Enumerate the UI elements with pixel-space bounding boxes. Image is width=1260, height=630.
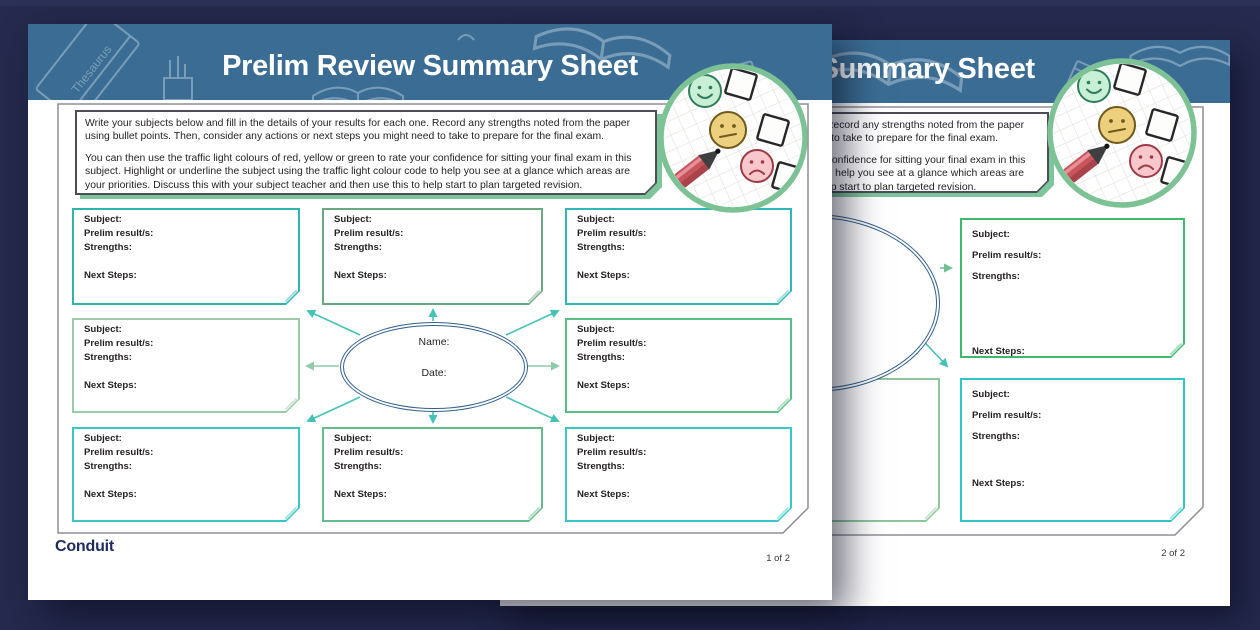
prelim-result-label: Prelim result/s: <box>577 447 647 458</box>
prelim-result-label: Prelim result/s: <box>84 338 154 349</box>
smiley-sad-icon <box>1129 144 1163 178</box>
page-number: 1 of 2 <box>766 553 790 564</box>
next-steps-label: Next Steps: <box>84 380 137 391</box>
subject-label: Subject: <box>972 389 1010 400</box>
prelim-result-label: Prelim result/s: <box>84 447 154 458</box>
next-steps-label: Next Steps: <box>972 346 1025 357</box>
prelim-result-label: Prelim result/s: <box>972 250 1042 261</box>
subject-box: Subject: Prelim result/s: Strengths: Nex… <box>960 218 1185 358</box>
traffic-light-faces-image <box>658 63 808 213</box>
subject-label: Subject: <box>972 229 1010 240</box>
sheet-page-1: Thesaurus <box>28 24 832 600</box>
strengths-label: Strengths: <box>84 352 132 363</box>
strengths-label: Strengths: <box>84 242 132 253</box>
subject-label: Subject: <box>84 214 122 225</box>
subject-label: Subject: <box>84 324 122 335</box>
checkbox-icon <box>724 69 758 101</box>
subject-box: Subject: Prelim result/s: Strengths: Nex… <box>322 427 543 522</box>
checkbox-icon <box>756 113 790 147</box>
prelim-result-label: Prelim result/s: <box>84 228 154 239</box>
brand-logo: Conduit <box>55 538 115 555</box>
subject-label: Subject: <box>577 324 615 335</box>
subject-box: Subject: Prelim result/s: Strengths: Nex… <box>72 318 300 413</box>
subject-box: Subject: Prelim result/s: Strengths: Nex… <box>565 427 792 522</box>
smiley-sad-icon <box>740 149 774 183</box>
prelim-result-label: Prelim result/s: <box>577 338 647 349</box>
smiley-happy-icon <box>1077 69 1111 103</box>
subject-box: Subject: Prelim result/s: Strengths: Nex… <box>960 378 1185 522</box>
strengths-label: Strengths: <box>577 242 625 253</box>
instruction-paragraph: You can then use the traffic light colou… <box>85 152 632 191</box>
subject-box: Subject: Prelim result/s: Strengths: Nex… <box>322 208 543 305</box>
smiley-neutral-icon <box>709 111 747 149</box>
subject-label: Subject: <box>334 433 372 444</box>
strengths-label: Strengths: <box>84 461 132 472</box>
subject-box: Subject: Prelim result/s: Strengths: Nex… <box>565 318 792 413</box>
name-label: Name: <box>418 336 450 348</box>
next-steps-label: Next Steps: <box>972 478 1025 489</box>
subject-label: Subject: <box>577 433 615 444</box>
next-steps-label: Next Steps: <box>577 270 630 281</box>
strengths-label: Strengths: <box>577 352 625 363</box>
name-date-oval: Name: Date: <box>340 322 528 412</box>
traffic-light-faces-image <box>1047 58 1197 208</box>
date-label: Date: <box>421 367 447 379</box>
next-steps-label: Next Steps: <box>84 270 137 281</box>
instruction-box: Write your subjects below and fill in th… <box>75 110 657 195</box>
strengths-label: Strengths: <box>972 431 1020 442</box>
prelim-result-label: Prelim result/s: <box>334 447 404 458</box>
page-title: Prelim Review Summary Sheet <box>222 50 638 82</box>
instruction-paragraph: Write your subjects below and fill in th… <box>85 118 631 143</box>
checkbox-icon <box>1113 64 1147 96</box>
strengths-label: Strengths: <box>972 271 1020 282</box>
subject-box: Subject: Prelim result/s: Strengths: Nex… <box>565 208 792 305</box>
prelim-result-label: Prelim result/s: <box>972 410 1042 421</box>
strengths-label: Strengths: <box>334 242 382 253</box>
strengths-label: Strengths: <box>577 461 625 472</box>
subject-label: Subject: <box>334 214 372 225</box>
smiley-neutral-icon <box>1098 106 1136 144</box>
prelim-result-label: Prelim result/s: <box>577 228 647 239</box>
page-number: 2 of 2 <box>1161 548 1185 559</box>
strengths-label: Strengths: <box>334 461 382 472</box>
subject-box: Subject: Prelim result/s: Strengths: Nex… <box>72 208 300 305</box>
checkbox-icon <box>1145 108 1179 142</box>
next-steps-label: Next Steps: <box>334 489 387 500</box>
subject-label: Subject: <box>84 433 122 444</box>
next-steps-label: Next Steps: <box>84 489 137 500</box>
next-steps-label: Next Steps: <box>577 380 630 391</box>
next-steps-label: Next Steps: <box>334 270 387 281</box>
prelim-result-label: Prelim result/s: <box>334 228 404 239</box>
smiley-happy-icon <box>688 74 722 108</box>
subject-box: Subject: Prelim result/s: Strengths: Nex… <box>72 427 300 522</box>
next-steps-label: Next Steps: <box>577 489 630 500</box>
